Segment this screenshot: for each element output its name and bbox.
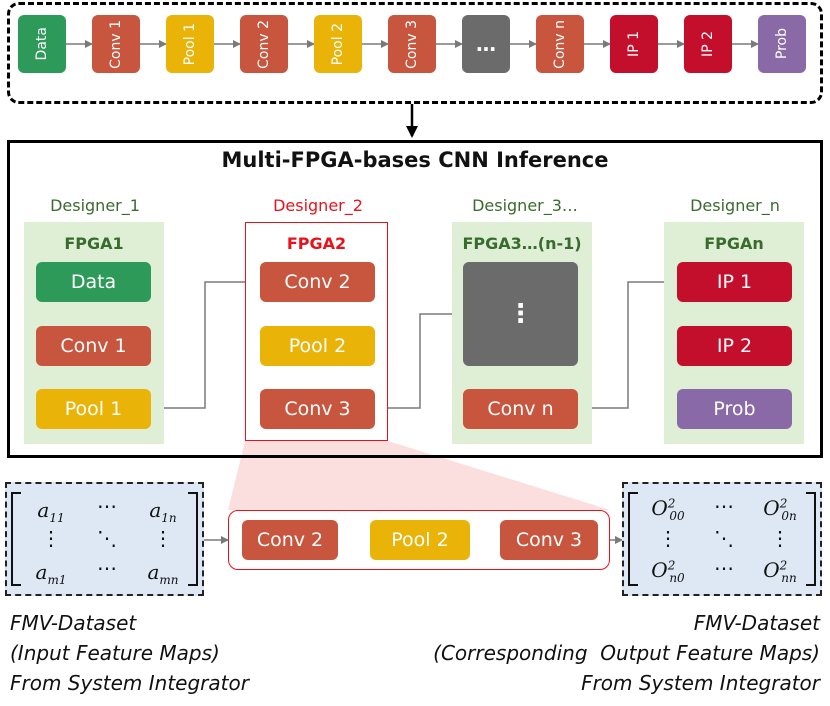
designer-label-2: Designer_2: [273, 196, 363, 215]
panelN-block-ip1: IP 1: [677, 262, 792, 302]
pipeline-block-conv2: Conv 2: [240, 15, 288, 73]
fpga-label-1: FPGA1: [64, 234, 124, 253]
caption-right-line2: (Corresponding Output Feature Maps): [433, 641, 820, 665]
pipeline-block-conv1: Conv 1: [92, 15, 140, 73]
pipeline-block-pool1: Pool 1: [166, 15, 214, 73]
panelN-block-prob: Prob: [677, 389, 792, 429]
zoom-block-conv2: Conv 2: [242, 520, 338, 560]
designer-label-1: Designer_1: [50, 196, 140, 215]
pipeline-block-prob: Prob: [758, 15, 806, 73]
main-title: Multi-FPGA-bases CNN Inference: [221, 148, 609, 172]
panel2-block-conv3: Conv 3: [260, 389, 375, 429]
pipeline-block-ip1: IP 1: [610, 15, 658, 73]
input-matrix: a11 ⋯ a1n ⋮ ⋱ ⋮ am1 ⋯ amn: [5, 482, 204, 596]
panel3-block-convn: Conv n: [463, 389, 578, 429]
pipeline-block-convn: Conv n: [536, 15, 584, 73]
panel1-block-conv1: Conv 1: [36, 326, 151, 366]
zoom-block-conv3: Conv 3: [500, 520, 598, 560]
pipeline-container: [7, 2, 823, 104]
panel2-block-pool2: Pool 2: [260, 326, 375, 366]
caption-left: FMV-Dataset (Input Feature Maps) From Sy…: [10, 608, 340, 698]
zoom-projection: [228, 441, 610, 510]
fpga-label-2: FPGA2: [286, 234, 347, 253]
panelN-block-ip2: IP 2: [677, 326, 792, 366]
designer-label-3: Designer_3…: [472, 196, 578, 215]
panel1-block-pool1: Pool 1: [36, 389, 151, 429]
pipeline-block-ip2: IP 2: [684, 15, 732, 73]
zoom-block-pool2: Pool 2: [370, 520, 470, 560]
pipeline-block-ellipsis: …: [462, 15, 510, 73]
pipeline-block-conv3: Conv 3: [388, 15, 436, 73]
caption-right-line1: FMV-Dataset: [693, 611, 820, 635]
panel1-block-data: Data: [36, 262, 151, 302]
caption-left-line2: (Input Feature Maps): [10, 641, 220, 665]
caption-right-line3: From System Integrator: [581, 671, 820, 695]
caption-left-line1: FMV-Dataset: [10, 611, 137, 635]
fpga-label-3: FPGA3…(n-1): [462, 234, 582, 253]
pipeline-block-data: Data: [18, 15, 66, 73]
panel3-block-ellipsis: ⋮: [463, 262, 578, 366]
fpga-label-n: FPGAn: [704, 234, 764, 253]
caption-right: FMV-Dataset (Corresponding Output Featur…: [380, 608, 820, 698]
pipeline-block-pool2: Pool 2: [314, 15, 362, 73]
output-matrix: O200 ⋯ O20n ⋮ ⋱ ⋮ O2n0 ⋯ O2nn: [622, 482, 822, 596]
caption-left-line3: From System Integrator: [10, 671, 249, 695]
designer-label-n: Designer_n: [690, 196, 780, 215]
inference-box: [7, 140, 823, 458]
panel2-block-conv2: Conv 2: [260, 262, 375, 302]
